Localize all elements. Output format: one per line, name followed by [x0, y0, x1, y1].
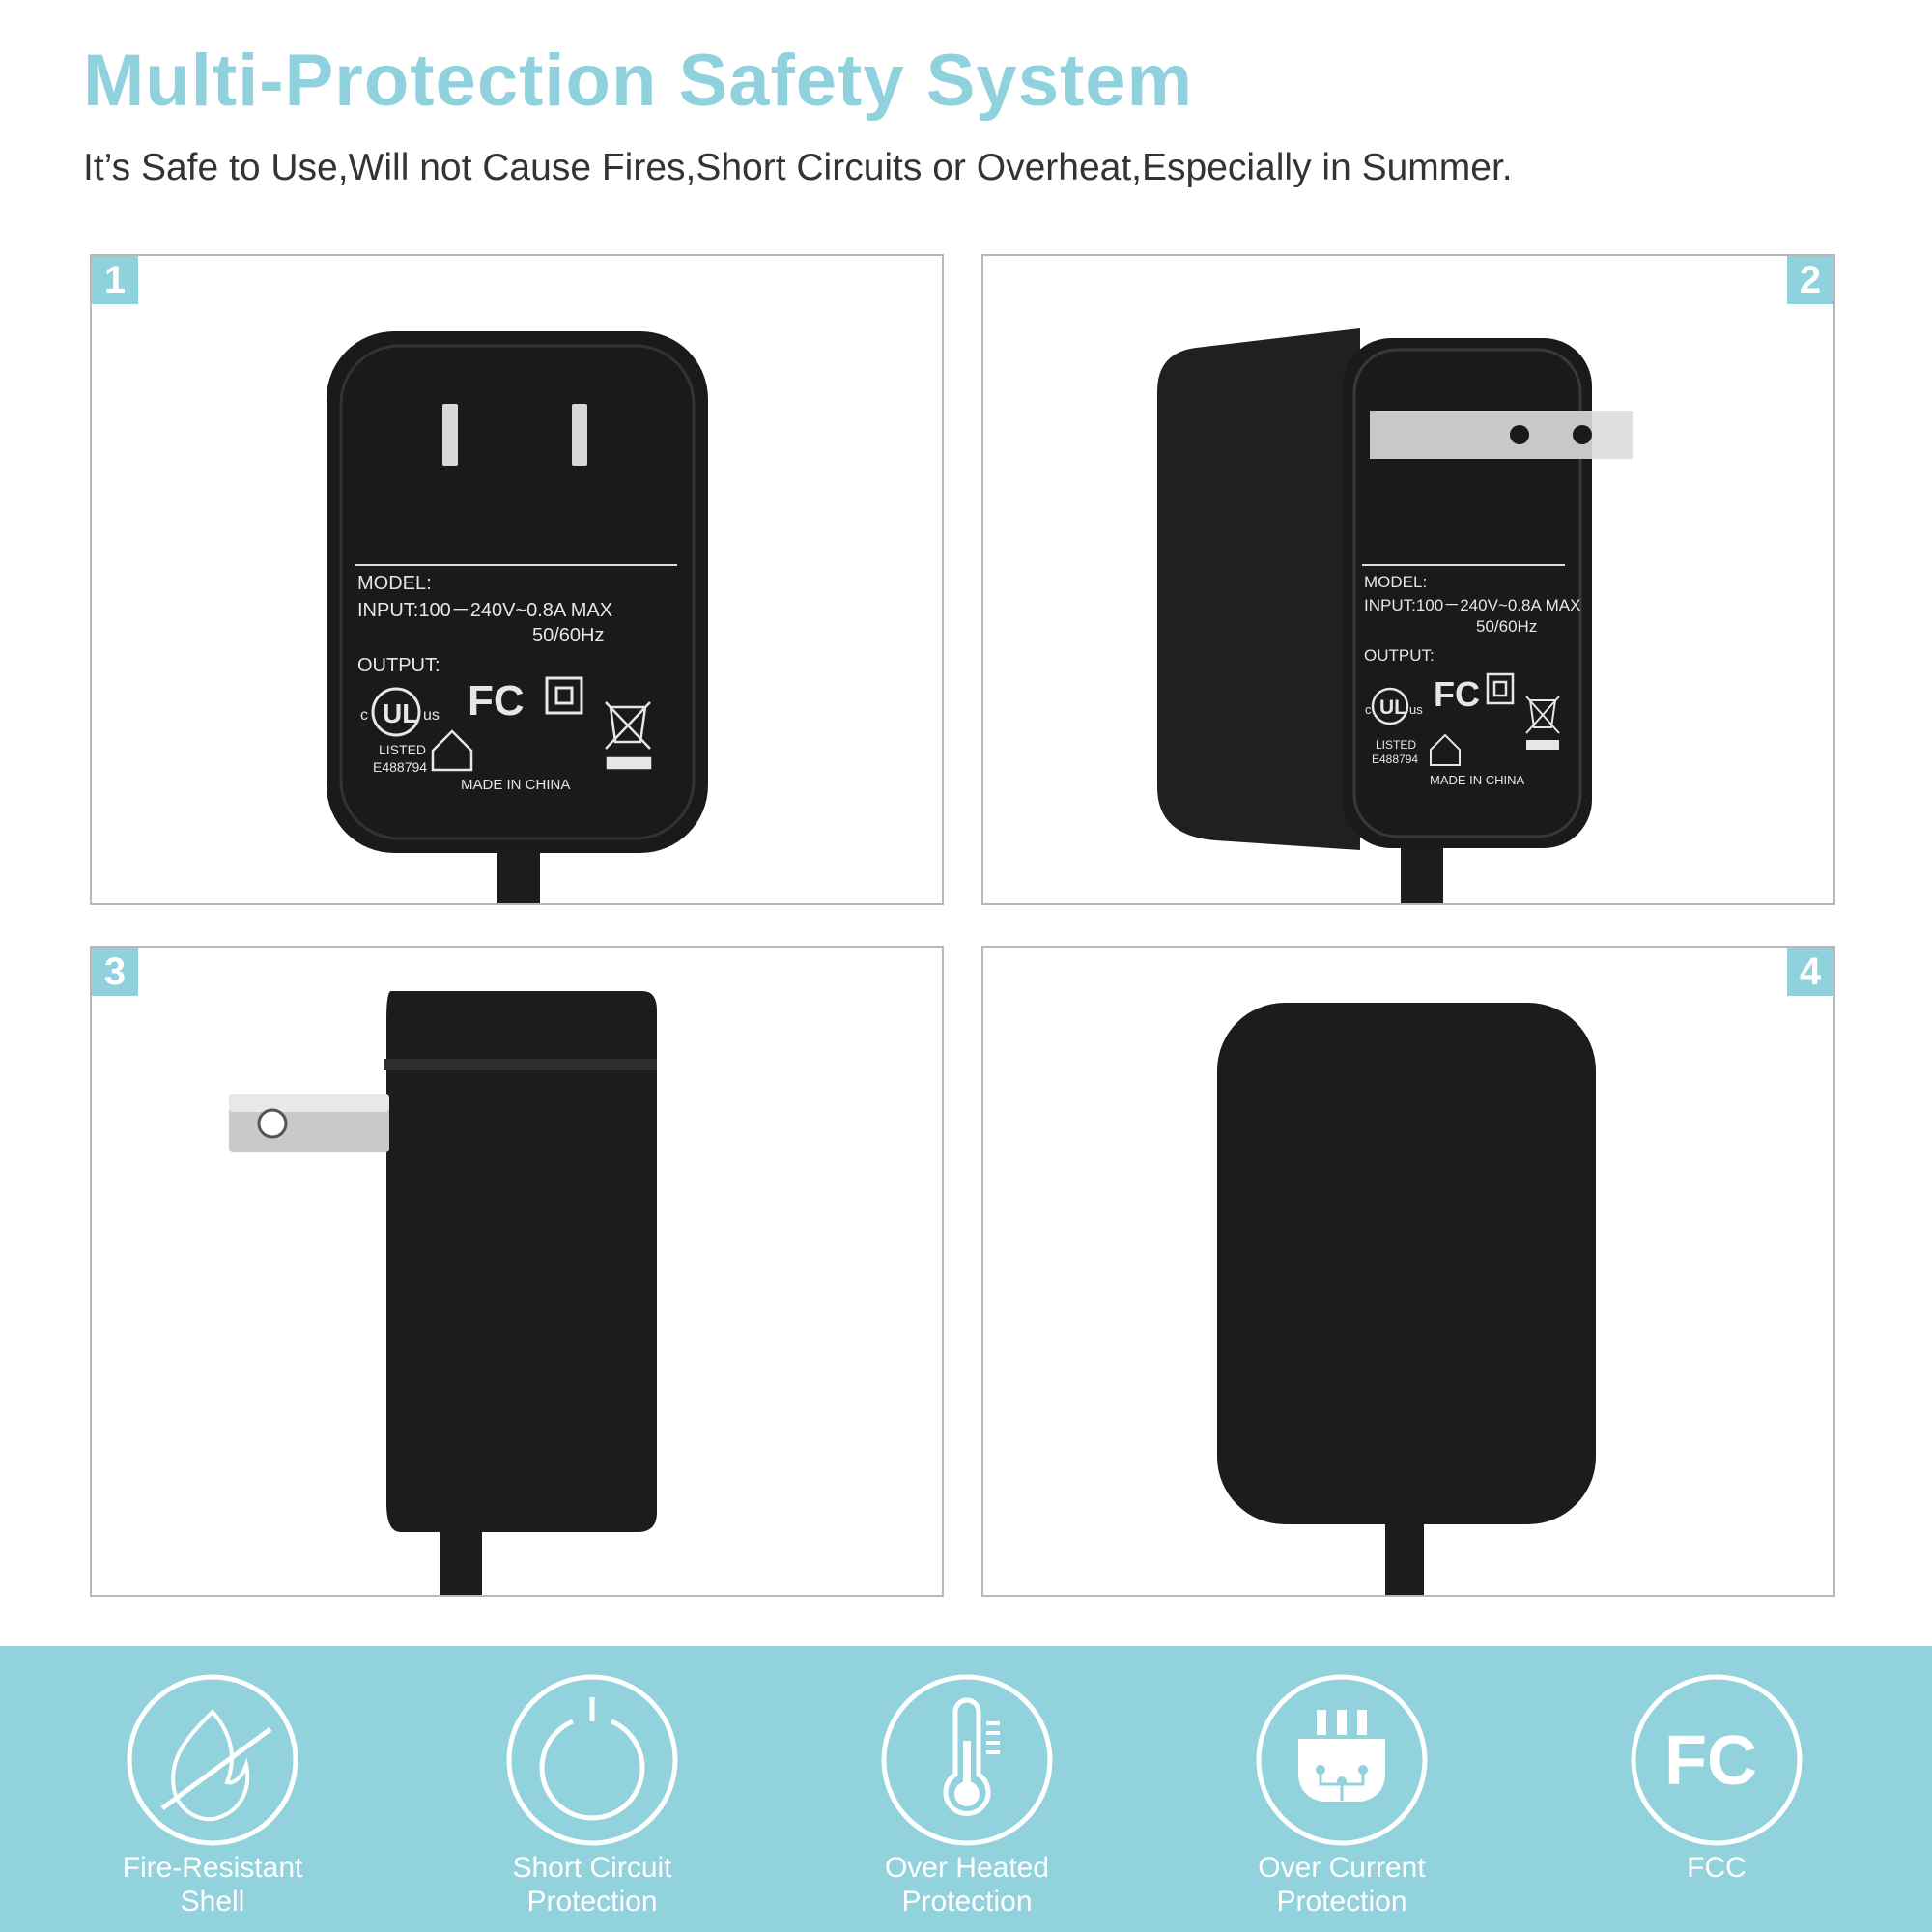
- feature-label-line2: Protection: [526, 1886, 658, 1918]
- house-icon: [431, 729, 473, 772]
- prong-right: [572, 404, 587, 466]
- feature-label-line1: FCC: [1687, 1852, 1747, 1884]
- adapter-body: [1343, 338, 1592, 848]
- flame-slash-icon: [127, 1674, 298, 1846]
- label-made-in: MADE IN CHINA: [1430, 773, 1525, 787]
- view-panel-front: 1 MODEL: INPUT:100－240V~0.8A MAX 50/60Hz…: [90, 254, 944, 905]
- feature-band: Fire-Resistant Shell Short Circuit Prote…: [0, 1646, 1932, 1932]
- label-output: OUTPUT:: [357, 655, 440, 676]
- ul-mark-icon: UL c us: [360, 687, 440, 737]
- ul-mark-icon: UL c us: [1365, 687, 1423, 725]
- power-icon: [506, 1674, 678, 1846]
- adapter-front-illustration: MODEL: INPUT:100－240V~0.8A MAX 50/60Hz O…: [327, 331, 708, 903]
- house-icon: [1430, 733, 1461, 766]
- adapter-back-body: [1217, 1003, 1596, 1524]
- label-file-no: E488794: [373, 759, 427, 775]
- weee-bin-icon: [1525, 696, 1560, 750]
- feature-fcc: FC FCC: [1572, 1673, 1861, 1932]
- label-file-no: E488794: [1372, 753, 1418, 766]
- svg-text:us: us: [423, 707, 440, 724]
- label-freq: 50/60Hz: [1476, 617, 1537, 636]
- page-title: Multi-Protection Safety System: [83, 40, 1194, 122]
- label-input: INPUT:100－240V~0.8A MAX: [357, 600, 612, 621]
- svg-text:UL: UL: [1379, 696, 1406, 719]
- svg-text:c: c: [360, 707, 368, 724]
- feature-fire-resistant: Fire-Resistant Shell: [68, 1673, 357, 1932]
- label-listed: LISTED: [379, 742, 426, 757]
- adapter-angled-illustration: MODEL: INPUT:100－240V~0.8A MAX 50/60Hz O…: [1157, 328, 1633, 903]
- adapter-body: [386, 991, 657, 1532]
- double-insulation-icon: [1486, 672, 1515, 705]
- adapter-bezel: [1352, 348, 1582, 838]
- label-input: INPUT:100－240V~0.8A MAX: [1364, 596, 1580, 614]
- cable: [1385, 1518, 1424, 1595]
- feature-label-line1: Fire-Resistant: [122, 1852, 303, 1884]
- double-insulation-icon: [545, 676, 583, 715]
- thermometer-icon: [881, 1674, 1053, 1846]
- feature-label-line2: Protection: [901, 1886, 1033, 1918]
- prong-blade: [229, 1094, 389, 1152]
- panel-number-badge: 1: [92, 256, 138, 304]
- label-made-in: MADE IN CHINA: [461, 777, 570, 793]
- adapter-bezel: [339, 344, 696, 840]
- circuit-plug-icon: [1256, 1674, 1428, 1846]
- adapter-side-illustration: [229, 991, 657, 1595]
- label-freq: 50/60Hz: [532, 625, 605, 646]
- fcc-logo-icon: FC: [468, 677, 525, 724]
- feature-label-line1: Over Heated: [884, 1852, 1050, 1884]
- fcc-icon: FC: [1631, 1674, 1803, 1846]
- label-model: MODEL:: [357, 573, 432, 594]
- label-output: OUTPUT:: [1364, 646, 1435, 665]
- prong-blades: [1370, 411, 1633, 459]
- view-panel-angled: 2 MODEL: INPUT:100－240V~0.8A MAX 50/60Hz…: [981, 254, 1835, 905]
- svg-text:us: us: [1409, 702, 1423, 717]
- adapter-side: [1157, 328, 1360, 850]
- fcc-logo-icon: FC: [1434, 674, 1480, 714]
- bezel-edge: [384, 1059, 657, 1070]
- feature-over-current: Over Current Protection: [1197, 1673, 1487, 1932]
- feature-short-circuit: Short Circuit Protection: [447, 1673, 737, 1932]
- label-listed: LISTED: [1376, 738, 1416, 752]
- label-model: MODEL:: [1364, 573, 1427, 591]
- svg-text:UL: UL: [383, 698, 418, 728]
- weee-bin-icon: [605, 701, 652, 770]
- prong-left: [442, 404, 458, 466]
- view-panel-back: 4: [981, 946, 1835, 1597]
- feature-label-line1: Over Current: [1258, 1852, 1426, 1884]
- feature-label-line2: Shell: [180, 1886, 245, 1918]
- panel-number-badge: 3: [92, 948, 138, 996]
- feature-label-line1: Short Circuit: [512, 1852, 672, 1884]
- page-subtitle: It’s Safe to Use,Will not Cause Fires,Sh…: [83, 147, 1513, 188]
- svg-text:FC: FC: [1664, 1722, 1757, 1800]
- feature-label-line2: Protection: [1276, 1886, 1407, 1918]
- view-panel-side: 3: [90, 946, 944, 1597]
- panel-number-badge: 2: [1787, 256, 1833, 304]
- feature-over-heated: Over Heated Protection: [822, 1673, 1112, 1932]
- panel-number-badge: 4: [1787, 948, 1833, 996]
- adapter-back-illustration: [1217, 1003, 1596, 1595]
- svg-text:c: c: [1365, 702, 1372, 717]
